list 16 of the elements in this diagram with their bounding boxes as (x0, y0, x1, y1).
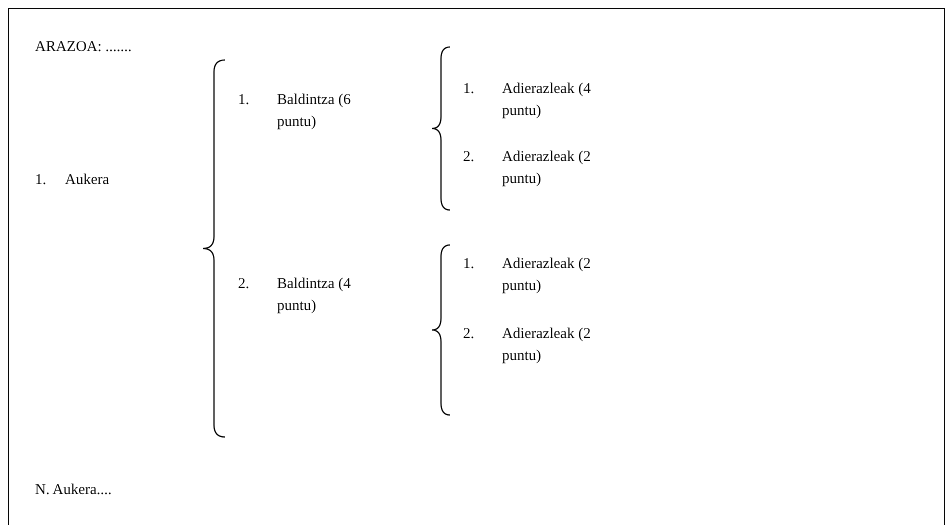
label-text: 2. (463, 148, 474, 167)
label-text: Adierazleak (2 puntu) (502, 255, 592, 296)
label-text: 1. (463, 80, 474, 99)
label-text: 1. (35, 171, 46, 190)
label-text: Adierazleak (2 puntu) (502, 148, 592, 189)
label-text: 1. (238, 91, 250, 110)
label-text: Adierazleak (4 puntu) (502, 80, 592, 121)
label-text: Baldintza (6 puntu) (277, 91, 352, 132)
label-text: ARAZOA: ....... (35, 38, 132, 57)
label-text: 2. (463, 325, 474, 344)
label-text: 2. (238, 275, 250, 294)
label-text: N. Aukera.... (35, 481, 112, 500)
label-text: Baldintza (4 puntu) (277, 275, 352, 316)
label-text: 1. (463, 255, 474, 274)
label-text: Adierazleak (2 puntu) (502, 325, 592, 366)
label-text: Aukera (65, 171, 110, 190)
